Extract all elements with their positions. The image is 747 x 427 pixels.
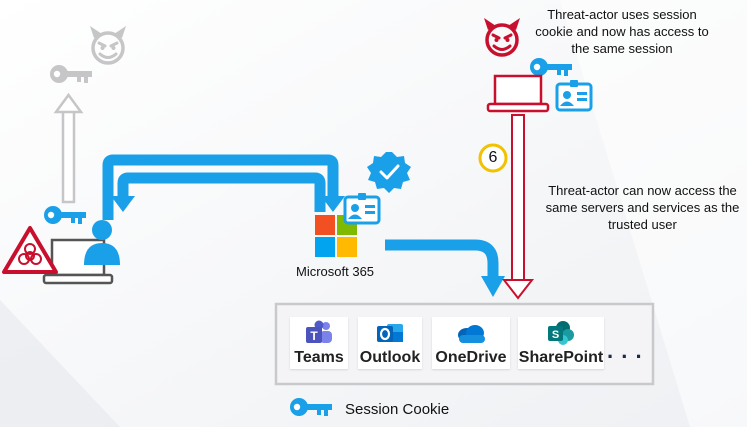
m365-label: Microsoft 365 xyxy=(296,264,375,279)
app-tile-teams[interactable]: T Teams xyxy=(290,317,348,369)
blue-to-apps-arrow xyxy=(385,239,505,297)
step-circle xyxy=(478,143,508,173)
svg-text:T: T xyxy=(310,329,318,343)
app-tile-sharepoint[interactable]: S SharePoint xyxy=(518,317,604,369)
app-tile-outlook[interactable]: Outlook xyxy=(358,317,422,369)
blue-response-arrow xyxy=(111,172,326,212)
gray-up-arrow xyxy=(53,92,84,204)
background-shade xyxy=(0,300,120,427)
background-light-ray xyxy=(560,0,747,427)
threat-actor-id-badge-icon xyxy=(555,78,593,112)
step-number: 6 xyxy=(488,149,498,166)
teams-icon: T xyxy=(306,320,332,343)
app-label-sharepoint: SharePoint xyxy=(518,349,604,366)
note-threat-actor-access: Threat-actor can now access the same ser… xyxy=(545,183,740,232)
app-label-onedrive: OneDrive xyxy=(435,349,507,366)
legend-label: Session Cookie xyxy=(345,401,450,418)
app-label-outlook: Outlook xyxy=(359,349,421,366)
threat-actor-laptop-icon xyxy=(486,74,550,113)
onedrive-icon xyxy=(458,325,485,343)
red-down-arrow xyxy=(501,114,535,300)
microsoft-logo-icon xyxy=(315,215,357,257)
blue-request-arrow xyxy=(102,154,345,220)
app-label-teams: Teams xyxy=(294,349,344,366)
user-person-icon xyxy=(84,220,120,265)
note-threat-actor-session: Threat-actor uses session cookie and now… xyxy=(535,7,709,56)
biohazard-warning-icon xyxy=(2,226,58,274)
more-apps-ellipsis: . . . xyxy=(607,338,643,363)
outlook-icon xyxy=(377,324,403,342)
sharepoint-icon: S xyxy=(548,321,574,345)
app-tile-onedrive[interactable]: OneDrive xyxy=(432,317,510,369)
svg-text:S: S xyxy=(552,329,559,341)
verified-check-icon xyxy=(367,152,411,193)
m365-id-badge-icon xyxy=(343,191,381,225)
